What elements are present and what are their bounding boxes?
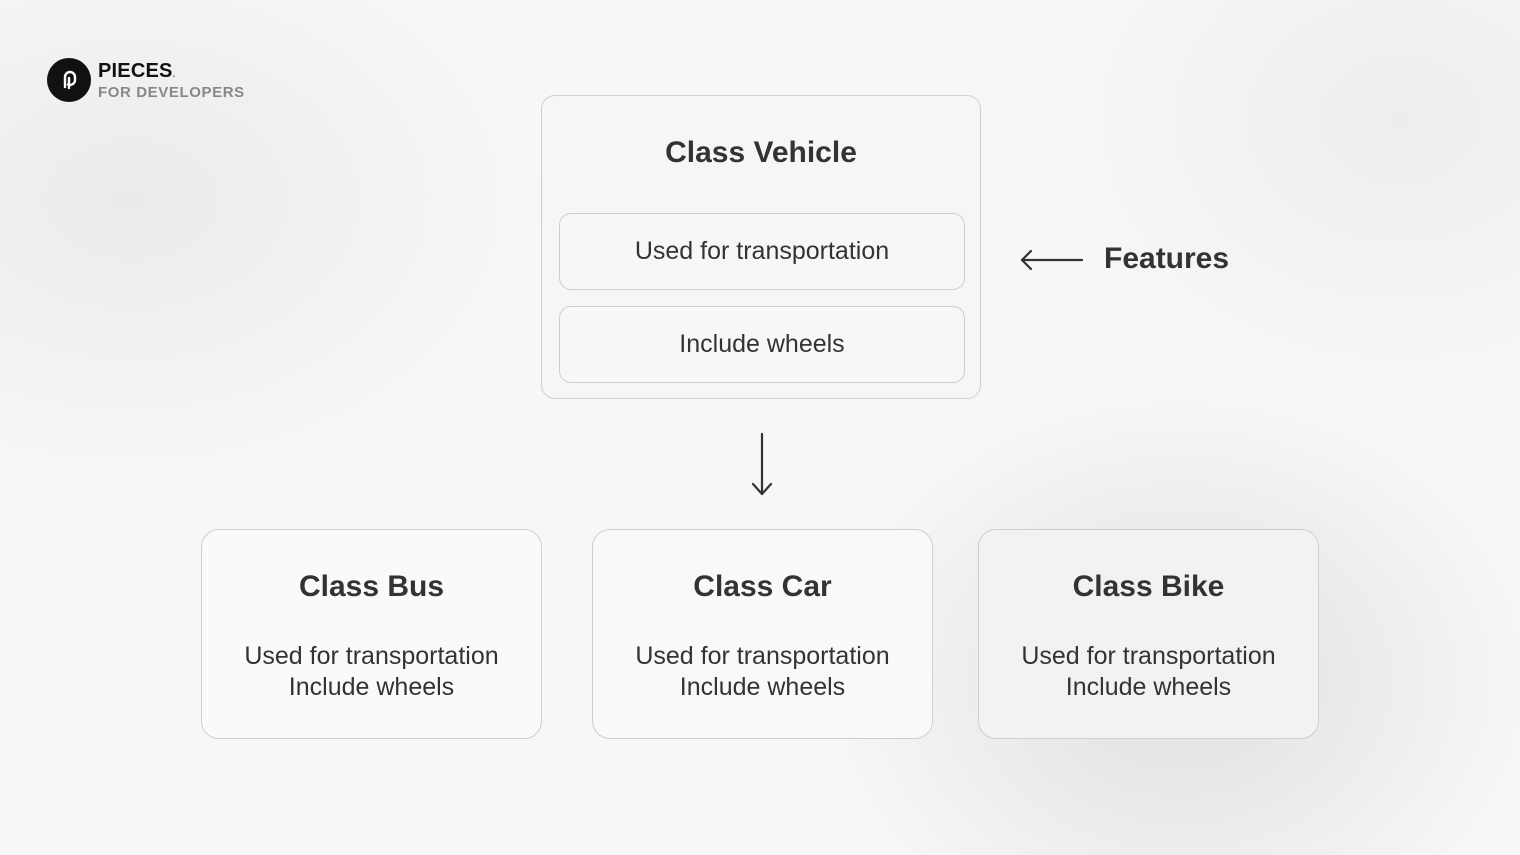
logo-name: PIECES. — [98, 59, 176, 82]
child-class-box-bus: Class Bus Used for transportation Includ… — [201, 529, 542, 739]
parent-class-box: Class Vehicle Used for transportation In… — [541, 95, 981, 399]
child-feature-text: Used for transportation — [244, 642, 499, 670]
child-feature-text: Include wheels — [679, 673, 846, 701]
logo-tagline: FOR DEVELOPERS — [98, 83, 245, 101]
parent-class-title: Class Vehicle — [665, 136, 857, 169]
child-class-title: Class Car — [693, 570, 832, 603]
child-class-title: Class Bus — [298, 570, 445, 603]
child-feature-text: Used for transportation — [1021, 642, 1276, 670]
logo-dot: . — [172, 68, 176, 79]
child-feature-text: Include wheels — [288, 673, 455, 701]
child-class-box-bike: Class Bike Used for transportation Inclu… — [978, 529, 1319, 739]
child-feature-text: Used for transportation — [635, 642, 890, 670]
left-arrow-icon — [1020, 249, 1084, 271]
logo-text: PIECES. FOR DEVELOPERS — [98, 61, 245, 100]
pieces-logo-icon — [47, 58, 91, 102]
child-class-box-car: Class Car Used for transportation Includ… — [592, 529, 933, 739]
brand-logo: PIECES. FOR DEVELOPERS — [47, 57, 245, 103]
child-class-title: Class Bike — [1072, 570, 1225, 603]
features-label: Features — [1104, 242, 1230, 275]
feature-box: Used for transportation — [559, 213, 965, 290]
child-feature-text: Include wheels — [1065, 673, 1232, 701]
feature-box: Include wheels — [559, 306, 965, 383]
down-arrow-icon — [751, 432, 773, 496]
